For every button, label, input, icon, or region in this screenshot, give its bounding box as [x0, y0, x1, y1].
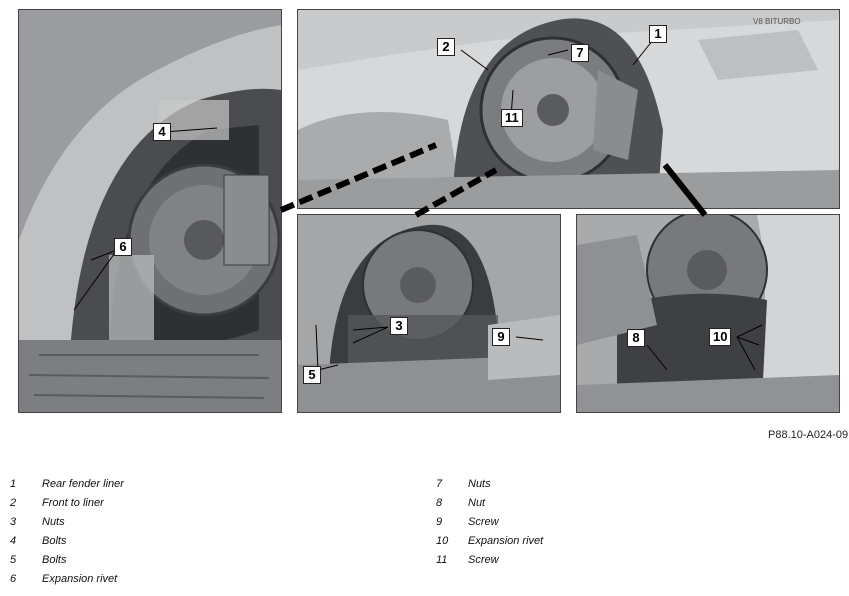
legend-number: 10 — [436, 535, 449, 547]
callout-10: 10 — [709, 328, 732, 346]
illustration-panel-top: V8 BITURBO 2 7 1 11 — [297, 9, 840, 209]
illustration-panel-mid: 3 5 9 — [297, 214, 561, 413]
legend-label: Expansion rivet — [468, 535, 544, 547]
callout-5: 5 — [303, 366, 321, 384]
legend-left: 1 Rear fender liner 2 Front to liner 3 N… — [10, 478, 310, 588]
rear-wheel-arch-illustration — [19, 10, 281, 412]
legend-right: 7 Nuts 8 Nut 9 Screw 10 Expansion rivet … — [436, 478, 736, 578]
legend-number: 3 — [10, 516, 17, 528]
legend-number: 7 — [436, 478, 443, 490]
legend-label: Bolts — [42, 535, 67, 547]
callout-4: 4 — [153, 123, 171, 141]
callout-1: 1 — [649, 25, 667, 43]
legend-label: Nut — [468, 497, 486, 509]
legend-number: 9 — [436, 516, 443, 528]
engine-badge: V8 BITURBO — [753, 17, 801, 26]
callout-11: 11 — [501, 109, 523, 127]
legend-label: Screw — [468, 554, 499, 566]
illustration-panel-left: 4 6 — [18, 9, 282, 413]
legend-number: 6 — [10, 573, 17, 585]
legend-label: Nuts — [42, 516, 65, 528]
legend-label: Nuts — [468, 478, 491, 490]
legend-label: Screw — [468, 516, 499, 528]
legend-label: Bolts — [42, 554, 67, 566]
legend-number: 4 — [10, 535, 17, 547]
callout-6: 6 — [114, 238, 132, 256]
callout-9: 9 — [492, 328, 510, 346]
legend-label: Rear fender liner — [42, 478, 124, 490]
legend-number: 11 — [436, 554, 448, 566]
legend-number: 8 — [436, 497, 443, 509]
wheel-arch-lower-illustration — [298, 215, 560, 412]
legend-label: Expansion rivet — [42, 573, 118, 585]
illustration-panel-right: 8 10 — [576, 214, 840, 413]
wheel-arch-overview-illustration: V8 BITURBO — [298, 10, 839, 208]
legend-label: Front to liner — [42, 497, 104, 509]
callout-8: 8 — [627, 329, 645, 347]
legend-number: 1 — [10, 478, 17, 490]
figure-reference-code: P88.10-A024-09 — [768, 429, 849, 441]
callout-3: 3 — [390, 317, 408, 335]
legend-number: 5 — [10, 554, 17, 566]
zoom-connector-right — [662, 163, 708, 217]
legend-number: 2 — [10, 497, 17, 509]
callout-2: 2 — [437, 38, 455, 56]
zoom-connector-lines — [279, 142, 498, 218]
callout-7: 7 — [571, 44, 589, 62]
wheel-arch-rear-illustration — [577, 215, 839, 412]
